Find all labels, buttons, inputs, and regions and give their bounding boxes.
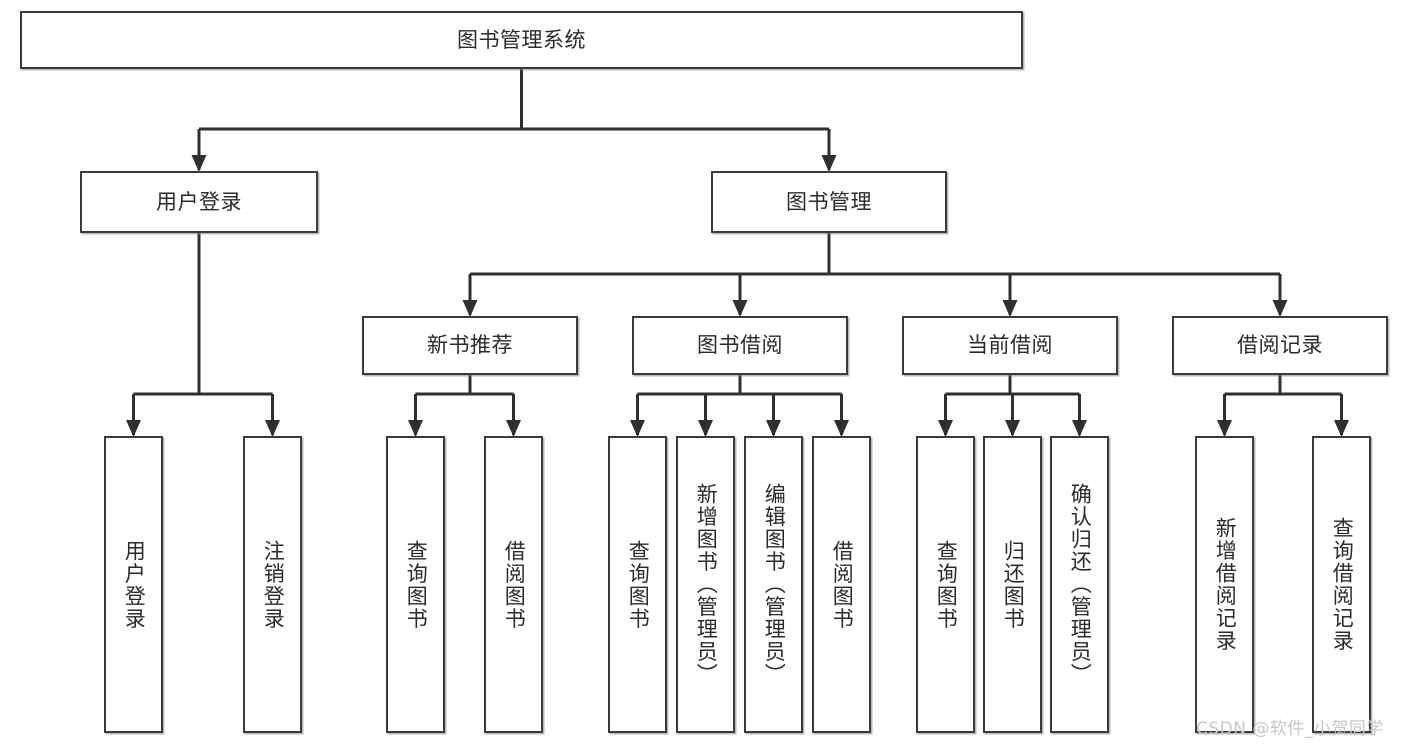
- csdn-watermark: CSDN @软件_小贺同学: [1196, 719, 1384, 739]
- node-leaf-query-borrow-record[interactable]: 查询借阅记录: [1312, 436, 1371, 733]
- node-borrow-record[interactable]: 借阅记录: [1172, 316, 1388, 375]
- node-root[interactable]: 图书管理系统: [20, 11, 1023, 69]
- node-label-book-manage: 图书管理: [786, 189, 872, 214]
- node-book-borrow[interactable]: 图书借阅: [632, 316, 848, 375]
- node-leaf-user-login[interactable]: 用户登录: [104, 436, 163, 733]
- node-leaf-query-book-3[interactable]: 查询图书: [916, 436, 975, 733]
- node-label-leaf-query-book-2: 查询图书: [626, 539, 651, 630]
- node-leaf-logout[interactable]: 注销登录: [243, 436, 302, 733]
- node-leaf-edit-book[interactable]: 编辑图书（管理员）: [744, 436, 803, 733]
- node-label-leaf-add-book: 新增图书（管理员）: [694, 483, 719, 686]
- node-label-user-login: 用户登录: [156, 189, 242, 214]
- node-label-root: 图书管理系统: [457, 27, 586, 52]
- node-user-login[interactable]: 用户登录: [80, 171, 318, 233]
- node-label-leaf-borrow-book-2: 借阅图书: [830, 539, 855, 630]
- node-leaf-return-book[interactable]: 归还图书: [983, 436, 1042, 733]
- node-leaf-query-book-2[interactable]: 查询图书: [608, 436, 667, 733]
- node-leaf-borrow-book-1[interactable]: 借阅图书: [484, 436, 543, 733]
- node-label-leaf-borrow-book-1: 借阅图书: [502, 539, 527, 630]
- node-label-leaf-return-book: 归还图书: [1001, 539, 1026, 630]
- node-label-current-borrow: 当前借阅: [967, 333, 1053, 358]
- node-leaf-confirm-return[interactable]: 确认归还（管理员）: [1050, 436, 1109, 733]
- node-label-leaf-logout: 注销登录: [261, 539, 286, 630]
- node-leaf-add-borrow-record[interactable]: 新增借阅记录: [1195, 436, 1254, 733]
- node-label-borrow-record: 借阅记录: [1237, 333, 1323, 358]
- node-current-borrow[interactable]: 当前借阅: [902, 316, 1118, 375]
- node-label-leaf-query-book-1: 查询图书: [404, 539, 429, 630]
- node-leaf-borrow-book-2[interactable]: 借阅图书: [812, 436, 871, 733]
- node-book-manage[interactable]: 图书管理: [711, 171, 947, 233]
- node-label-leaf-confirm-return: 确认归还（管理员）: [1068, 483, 1093, 686]
- node-label-leaf-query-borrow-record: 查询借阅记录: [1330, 517, 1355, 652]
- node-label-leaf-query-book-3: 查询图书: [934, 539, 959, 630]
- node-label-book-borrow: 图书借阅: [697, 333, 783, 358]
- node-label-new-book-recommend: 新书推荐: [427, 333, 513, 358]
- node-leaf-add-book[interactable]: 新增图书（管理员）: [676, 436, 735, 733]
- node-label-leaf-add-borrow-record: 新增借阅记录: [1213, 517, 1238, 652]
- node-label-leaf-edit-book: 编辑图书（管理员）: [762, 483, 787, 686]
- node-new-book-recommend[interactable]: 新书推荐: [362, 316, 578, 375]
- node-leaf-query-book-1[interactable]: 查询图书: [386, 436, 445, 733]
- node-label-leaf-user-login: 用户登录: [122, 539, 147, 630]
